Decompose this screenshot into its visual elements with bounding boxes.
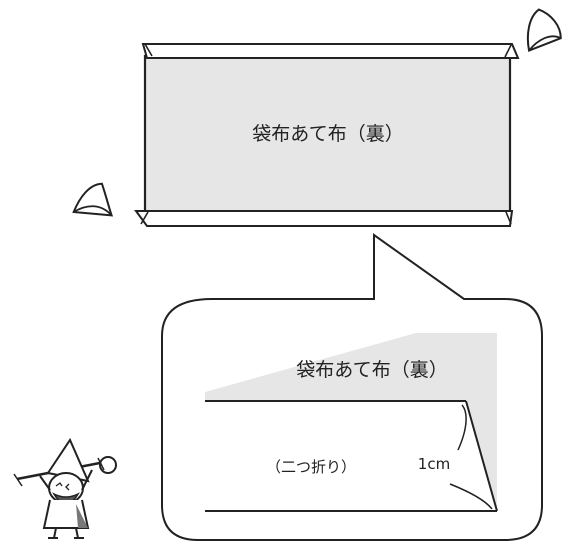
- wizard-mascot-icon: [13, 437, 117, 539]
- fold-arrow-icon: [526, 8, 562, 52]
- fabric-panel-body: [143, 54, 512, 217]
- detail-callout: 袋布あて布（裏） （二つ折り） 1cm: [161, 233, 543, 541]
- detail-fabric-piece: [205, 333, 497, 511]
- main-fabric-panel: 袋布あて布（裏）: [134, 43, 520, 227]
- measurement-arc: [457, 404, 467, 451]
- fold-arrow-icon: [72, 182, 114, 217]
- fold-label: （二つ折り）: [266, 458, 356, 476]
- measurement-label: 1cm: [418, 455, 450, 473]
- detail-panel-label: 袋布あて布（裏）: [296, 359, 448, 381]
- main-panel-label: 袋布あて布（裏）: [252, 123, 404, 145]
- top-fold-strip: [141, 43, 520, 59]
- bottom-fold-strip: [134, 210, 514, 227]
